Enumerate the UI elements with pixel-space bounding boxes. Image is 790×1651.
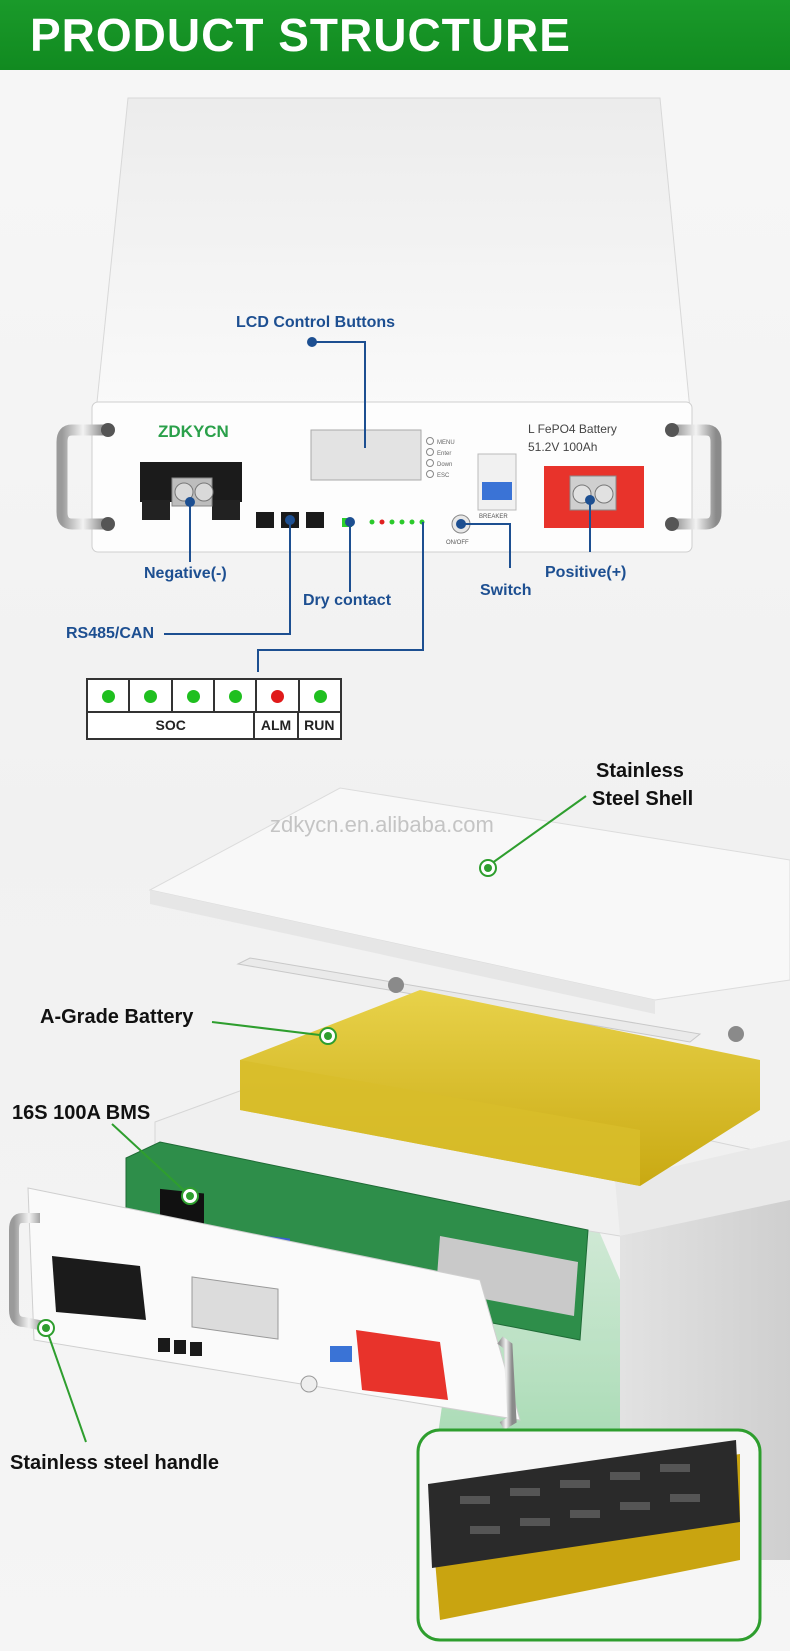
comm-ports xyxy=(256,512,324,528)
label-dry-contact: Dry contact xyxy=(303,592,392,609)
label-positive: Positive(+) xyxy=(545,564,627,581)
soc-led-2 xyxy=(144,689,158,703)
down-button[interactable] xyxy=(426,459,434,467)
menu-button[interactable] xyxy=(426,437,434,445)
esc-button[interactable] xyxy=(426,470,434,478)
run-label: RUN xyxy=(304,716,335,733)
lcd-screen-exploded xyxy=(191,1276,279,1340)
brand-logo: ZDKYCN xyxy=(158,422,229,441)
indicator-table: SOC ALM RUN xyxy=(86,678,342,740)
cell-inset-photo xyxy=(416,1428,762,1642)
onoff-label: ON/OFF xyxy=(446,540,469,546)
esc-label: ESC xyxy=(437,473,450,479)
down-label: Down xyxy=(437,462,452,468)
alm-led xyxy=(271,689,285,703)
enter-button[interactable] xyxy=(426,448,434,456)
indicator-label-row: SOC ALM RUN xyxy=(88,711,340,738)
label-bms: 16S 100A BMS xyxy=(12,1102,151,1124)
soc-label: SOC xyxy=(88,711,256,738)
label-lcd-control-buttons: LCD Control Buttons xyxy=(236,314,396,331)
callout-markers-bottom xyxy=(37,859,497,1337)
watermark: zdkycn.en.alibaba.com xyxy=(270,812,494,837)
lcd-button-group xyxy=(426,437,434,478)
label-switch: Switch xyxy=(480,582,532,599)
positive-terminal-exploded xyxy=(356,1330,448,1400)
negative-terminal-exploded xyxy=(52,1256,146,1320)
menu-label: MENU xyxy=(437,440,455,446)
stainless-handle xyxy=(9,1213,45,1331)
page-title: PRODUCT STRUCTURE xyxy=(30,9,571,61)
label-shell-line1: Stainless xyxy=(596,760,684,782)
label-shell-line2: Steel Shell xyxy=(592,788,694,810)
enter-label: Enter xyxy=(437,451,451,457)
callout-lines-bottom xyxy=(45,795,587,1443)
battery-front-panel-exploded xyxy=(9,1187,521,1430)
label-negative: Negative(-) xyxy=(144,565,227,582)
left-handle xyxy=(56,424,104,530)
label-a-grade-battery: A-Grade Battery xyxy=(40,1006,194,1028)
stainless-steel-lid xyxy=(148,787,790,1014)
soc-led-4 xyxy=(229,689,243,703)
model-line-1: L FePO4 Battery xyxy=(528,422,617,436)
breaker-label: BREAKER xyxy=(479,514,508,520)
header-banner: PRODUCT STRUCTURE xyxy=(0,0,790,70)
alm-label: ALM xyxy=(255,711,299,738)
soc-led-1 xyxy=(102,689,116,703)
run-led xyxy=(313,689,327,703)
led-row xyxy=(88,680,340,713)
negative-terminal xyxy=(140,462,242,520)
callout-lines-top xyxy=(164,341,591,672)
callout-dots-top xyxy=(185,337,595,529)
model-line-2: 51.2V 100Ah xyxy=(528,440,597,454)
label-rs485-can: RS485/CAN xyxy=(66,625,155,642)
right-handle xyxy=(676,424,722,530)
soc-led-3 xyxy=(186,689,200,703)
battery-unit-front xyxy=(56,97,722,553)
battery-cell-pack xyxy=(240,977,760,1186)
label-stainless-handle: Stainless steel handle xyxy=(10,1452,219,1474)
